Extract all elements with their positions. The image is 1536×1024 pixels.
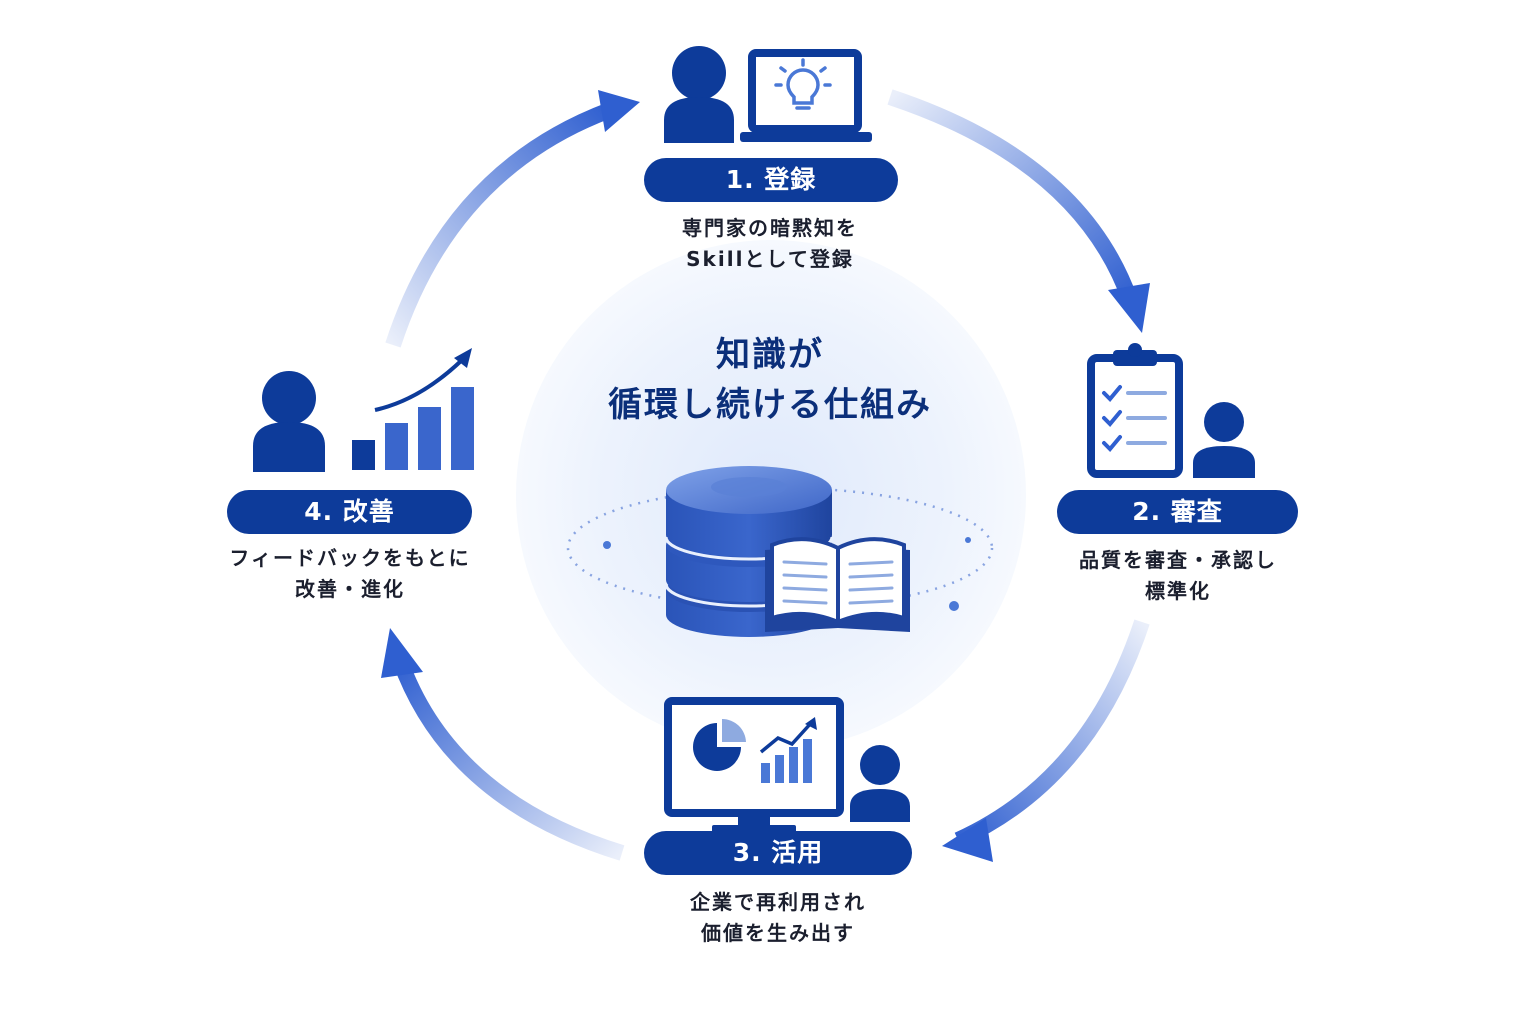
person-laptop-idea-icon: [664, 46, 872, 143]
orbit-ring: [566, 486, 994, 610]
arrow-improve-to-register: [385, 102, 613, 348]
arrow-head: [598, 90, 640, 132]
monitor-chart-icon: [664, 697, 910, 833]
step-register-description: 専門家の暗黙知を Skillとして登録: [620, 213, 920, 275]
step-review-desc-line2: 標準化: [1145, 579, 1211, 603]
step-improve-desc-line2: 改善・進化: [295, 577, 405, 601]
step-review-description: 品質を審査・承認し 標準化: [1040, 545, 1316, 607]
orbit-dot: [949, 601, 959, 611]
arrow-head: [381, 628, 423, 678]
step-improve-label: 4. 改善: [227, 490, 472, 534]
arrow-head: [942, 818, 993, 862]
step-improve-desc-line1: フィードバックをもとに: [229, 546, 471, 570]
step-use-description: 企業で再利用され 価値を生み出す: [630, 887, 926, 949]
arrow-head: [1108, 283, 1150, 333]
cycle-arrows: [385, 89, 1150, 861]
step-improve-description: フィードバックをもとに 改善・進化: [200, 543, 500, 605]
step-register-label: 1. 登録: [644, 158, 898, 202]
arrow-review-to-use: [954, 619, 1150, 848]
center-title: 知識が 循環し続ける仕組み: [560, 330, 980, 430]
step-use-label: 3. 活用: [644, 831, 912, 875]
clipboard-checklist-icon: [1087, 343, 1255, 478]
step-register-desc-line1: 専門家の暗黙知を: [682, 216, 858, 240]
arrow-heads: [381, 90, 1150, 862]
arrow-register-to-review: [887, 89, 1138, 303]
step-review-desc-line1: 品質を審査・承認し: [1079, 548, 1277, 572]
step-review-label: 2. 審査: [1057, 490, 1298, 534]
step-register-desc-line2: Skillとして登録: [686, 247, 854, 271]
orbit-dot: [965, 537, 971, 543]
growth-chart-icon: [253, 348, 474, 472]
center-title-line2: 循環し続ける仕組み: [608, 385, 932, 425]
book-icon: [765, 537, 910, 632]
arrow-use-to-improve: [392, 657, 625, 861]
orbit-dot: [603, 541, 611, 549]
step-use-desc-line1: 企業で再利用され: [690, 890, 866, 914]
center-title-line1: 知識が: [716, 335, 824, 375]
step-use-desc-line2: 価値を生み出す: [701, 921, 855, 945]
